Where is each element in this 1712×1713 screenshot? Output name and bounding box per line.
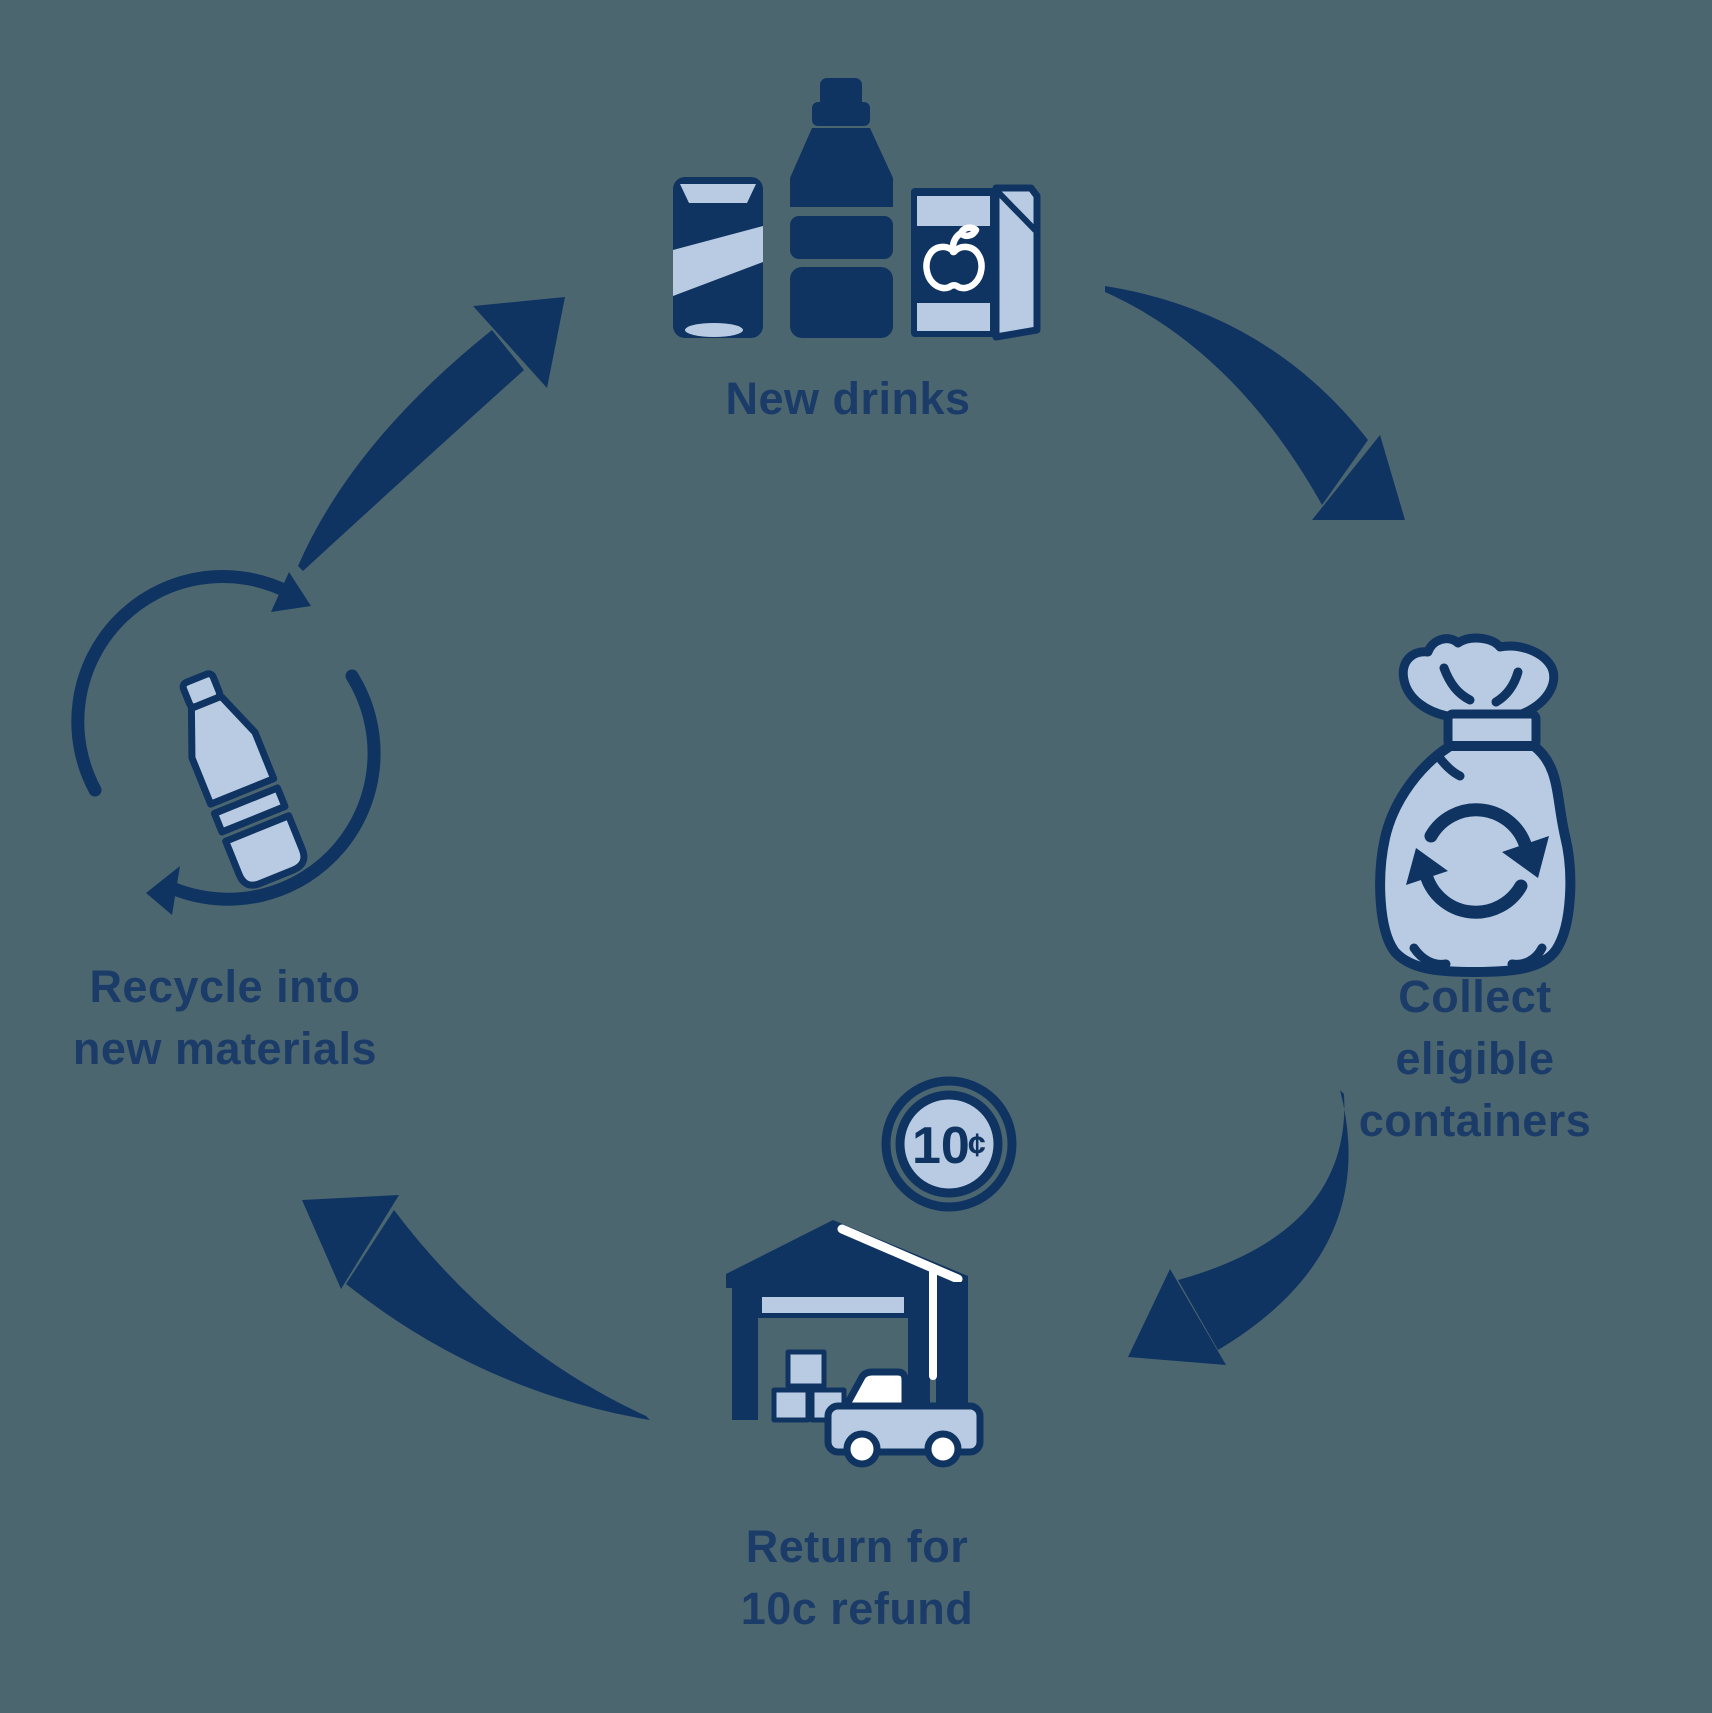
refund-depot-icon [726, 1220, 984, 1468]
label-collect-containers: Collect eligible containers [1358, 971, 1592, 1147]
coin-value: 10 [912, 1117, 970, 1175]
can-icon [673, 177, 763, 338]
car-icon [824, 1368, 984, 1468]
refund-coin-icon: 10 ¢ [881, 1076, 1017, 1212]
arrow-collect-to-return-icon [1128, 1090, 1349, 1365]
arrow-drinks-to-collect-icon [1105, 286, 1405, 520]
label-recycle-materials: Recycle into new materials [72, 961, 378, 1075]
tilted-bottle-icon [179, 670, 308, 889]
juice-carton-icon [911, 184, 1041, 341]
label-return-refund: Return for 10c refund [740, 1521, 974, 1635]
bottle-recycling-arrows-icon [71, 570, 381, 915]
drink-containers-icon [673, 78, 1041, 341]
apple-icon [923, 224, 985, 292]
arrow-return-to-recycle-icon [302, 1195, 650, 1420]
recycle-arrows-icon [1406, 803, 1549, 919]
recycling-bag-icon [1375, 633, 1576, 977]
arrow-recycle-to-drinks-icon [298, 297, 565, 571]
coin-unit: ¢ [968, 1127, 986, 1163]
bottle-icon [790, 78, 893, 338]
label-new-drinks: New drinks [725, 373, 971, 424]
